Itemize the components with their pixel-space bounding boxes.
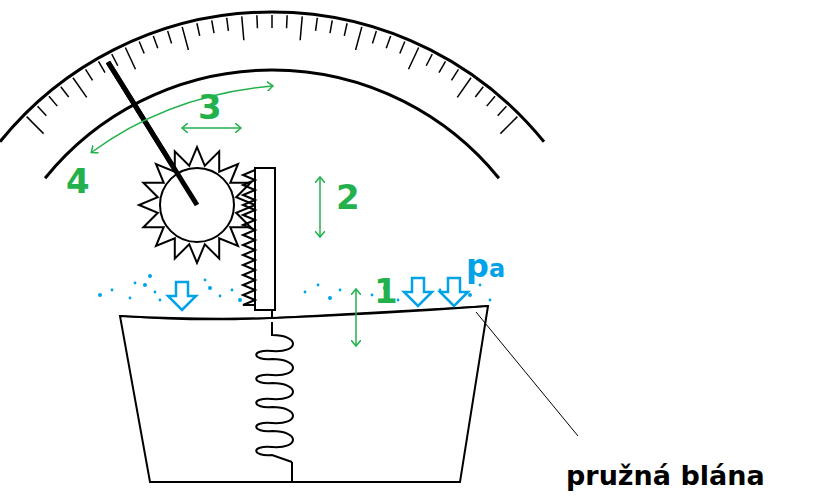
callout-number: 1 [374,274,398,308]
scale-arc [0,12,544,178]
callout-number: 3 [198,90,222,124]
air-particles [98,274,491,302]
membrane [120,306,488,320]
motion-arrows [92,86,356,345]
pressure-label: pa [466,250,505,282]
spring [256,322,293,462]
spring-anchor [291,462,293,482]
callout-number: 4 [66,164,90,198]
leader-line [476,312,578,436]
rack-bar [255,168,275,310]
part-name: pružná blána [566,462,765,489]
vacuum-box [120,306,488,482]
rack-teeth [243,170,255,305]
pressure-arrows [168,278,468,310]
callout-number: 2 [336,180,360,214]
